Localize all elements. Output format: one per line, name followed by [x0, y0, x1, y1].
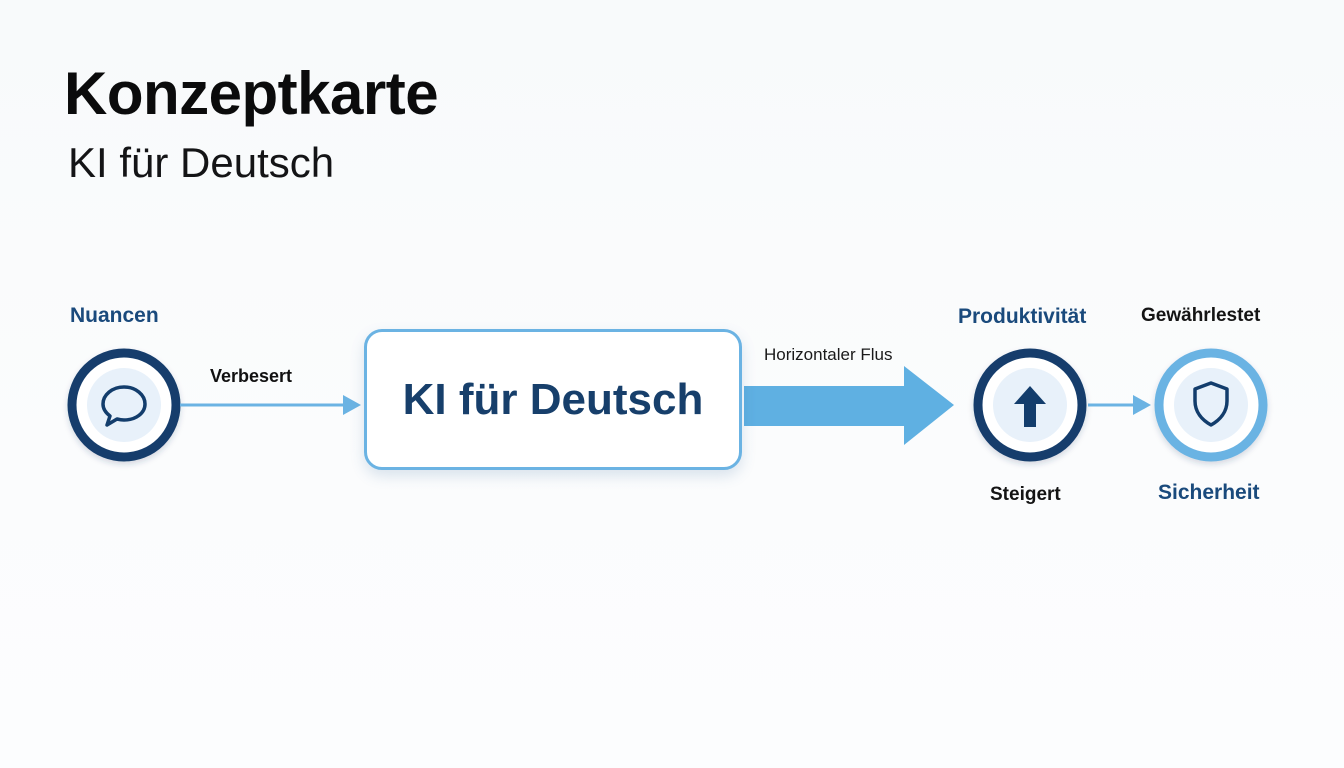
edge-steigert — [1088, 395, 1151, 415]
node-center-box: KI für Deutsch — [364, 329, 742, 470]
node-label-produktivitaet: Produktivität — [958, 305, 1087, 328]
edge-verbessert — [180, 395, 361, 415]
center-node-label: KI für Deutsch — [402, 374, 704, 424]
arrow-up-icon — [1014, 386, 1046, 427]
node-sicherheit — [1154, 348, 1268, 462]
edge-label-flow: Horizontaler Flus — [764, 345, 893, 364]
shield-icon — [1193, 381, 1229, 427]
node-nuancen — [67, 348, 181, 462]
node-label-nuancen: Nuancen — [70, 304, 159, 327]
node-produktivitaet — [973, 348, 1087, 462]
edge-label-steigert: Steigert — [990, 484, 1061, 505]
page-subtitle: KI für Deutsch — [68, 139, 335, 186]
node-label-sicherheit: Sicherheit — [1158, 481, 1260, 504]
edge-label-verbessert: Verbesert — [210, 366, 293, 386]
edge-label-gewaehrleistet: Gewährlestet — [1141, 305, 1261, 326]
flow-arrow — [744, 366, 954, 445]
page-title: Konzeptkarte — [64, 60, 439, 127]
speech-bubble-icon — [101, 385, 147, 427]
